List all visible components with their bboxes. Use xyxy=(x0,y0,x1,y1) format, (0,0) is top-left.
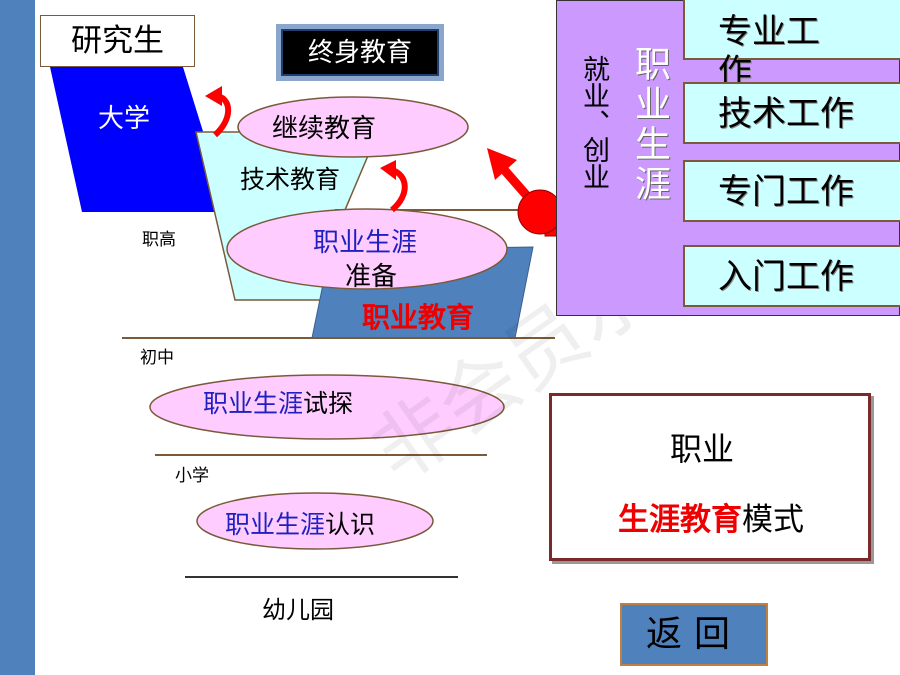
career-explore-blue: 职业生涯 xyxy=(203,389,304,418)
model-black-text: 模式 xyxy=(742,502,804,538)
graduate-box: 研究生 xyxy=(40,15,195,67)
employment-label: 就业、创业 xyxy=(578,55,609,190)
career-explore-black: 试探 xyxy=(303,389,354,418)
job-professional: 专业工作 xyxy=(683,0,900,92)
left-accent-bar xyxy=(0,0,35,675)
kindergarten-label: 幼儿园 xyxy=(262,596,334,624)
curved-arrow-head-icon xyxy=(380,160,396,180)
vocational-education-label: 职业教育 xyxy=(362,301,475,334)
career-label: 职业生涯 xyxy=(629,45,670,205)
continuing-education-ellipse xyxy=(237,96,469,158)
university-label: 大学 xyxy=(98,104,151,134)
lifelong-education-title: 终身教育 xyxy=(276,24,444,81)
job-specialized: 专门工作 xyxy=(683,160,900,222)
arrow-up-left-head-icon xyxy=(487,148,517,180)
career-education-model-box: 职业 生涯教育模式 xyxy=(549,393,871,561)
continuing-education-label: 继续教育 xyxy=(272,114,377,144)
career-explore-label: 职业生涯试探 xyxy=(203,384,353,420)
career-prep-label-2: 准备 xyxy=(345,262,398,292)
career-aware-black: 认识 xyxy=(325,510,376,539)
career-explore-ellipse xyxy=(149,374,505,440)
university-shape xyxy=(50,67,228,212)
title-text: 终身教育 xyxy=(281,29,439,76)
career-aware-label: 职业生涯认识 xyxy=(225,505,375,541)
junior-high-label: 初中 xyxy=(140,348,174,368)
career-prep-ellipse xyxy=(226,208,508,290)
job-entry: 入门工作 xyxy=(683,245,900,307)
model-red-text: 生涯教育 xyxy=(618,502,742,538)
vocational-high-label: 职高 xyxy=(142,230,176,250)
job-technical: 技术工作 xyxy=(683,82,900,144)
tech-education-label: 技术教育 xyxy=(240,165,341,194)
career-prep-label: 职业生涯 xyxy=(313,228,418,258)
curved-arrow-head-icon xyxy=(205,86,222,106)
primary-label: 小学 xyxy=(175,466,209,486)
model-line1: 职业 xyxy=(670,430,735,468)
career-aware-blue: 职业生涯 xyxy=(225,510,326,539)
career-aware-ellipse xyxy=(196,492,434,550)
back-button[interactable]: 返回 xyxy=(620,603,768,666)
model-line2: 生涯教育模式 xyxy=(618,494,804,539)
